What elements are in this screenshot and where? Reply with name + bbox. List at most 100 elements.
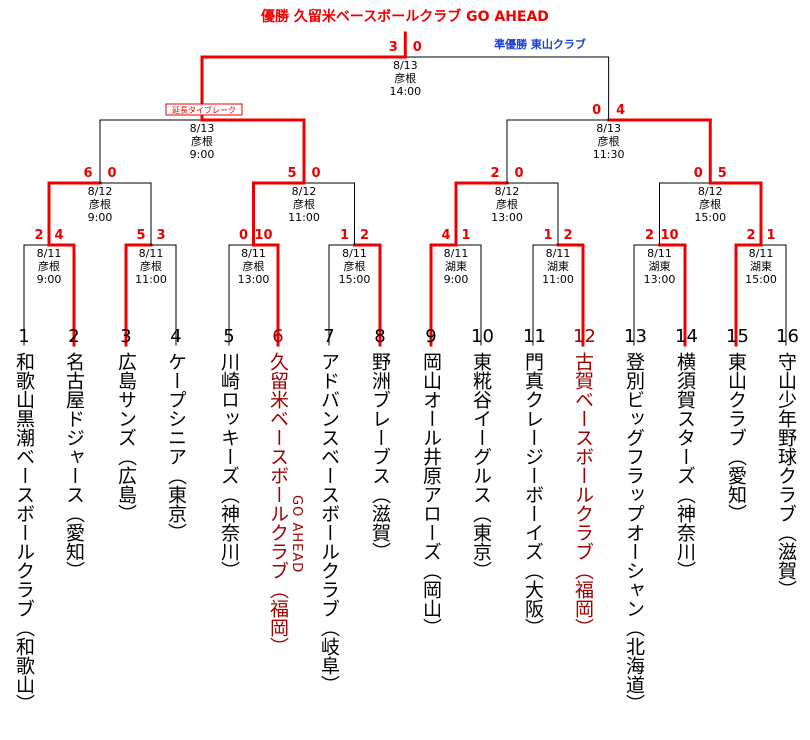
r1-match-2-score-right: 3	[156, 228, 165, 243]
team-1-number: 1	[18, 326, 30, 347]
team-15-number: 15	[726, 326, 749, 347]
team-12-number: 12	[573, 326, 596, 347]
r1-match-3-date: 8/11	[241, 247, 266, 260]
r1-match-1-venue: 彦根	[38, 259, 60, 273]
extra-inning-label: 延長タイブレーク	[172, 105, 236, 115]
team-12-name: 古賀ベースボールクラブ（福岡）	[572, 352, 594, 637]
team-8-number: 8	[374, 326, 386, 347]
team-10-name: 東糀谷イーグルス（東京）	[470, 352, 492, 580]
team-5-name: 川崎ロッキーズ（神奈川）	[218, 352, 240, 580]
bracket-lines	[23, 31, 787, 347]
r1-match-6-time: 11:00	[542, 273, 574, 286]
team-15-name: 東山クラブ（愛知）	[725, 352, 747, 523]
qf-match-4-venue: 彦根	[699, 197, 721, 211]
r1-match-3-venue: 彦根	[243, 259, 265, 273]
qf-match-4-date: 8/12	[698, 185, 723, 198]
r1-match-4-score-right: 2	[360, 228, 369, 243]
qf-match-2-score-left: 5	[287, 166, 296, 181]
team-14-number: 14	[675, 326, 698, 347]
team-10-number: 10	[471, 326, 494, 347]
r1-match-4-date: 8/11	[342, 247, 367, 260]
sf-match-2-score-right: 4	[616, 103, 625, 118]
qf-match-2-time: 11:00	[288, 211, 320, 224]
team-4-name: ケープシニア（東京）	[165, 352, 187, 542]
qf-match-3-venue: 彦根	[496, 197, 518, 211]
runner-up-label: 準優勝 東山クラブ	[494, 37, 586, 51]
team-16-name: 守山少年野球クラブ（滋賀）	[775, 352, 797, 599]
r1-match-7-venue: 湖東	[649, 260, 671, 273]
team-5-number: 5	[223, 326, 235, 347]
final-match-1-date: 8/13	[393, 59, 418, 72]
qf-match-3-score-right: 0	[514, 166, 523, 181]
r1-match-7-score-left: 2	[645, 228, 654, 243]
team-14-name: 横須賀スターズ（神奈川）	[674, 352, 696, 580]
r1-match-6-score-left: 1	[543, 228, 552, 243]
team-9-name: 岡山オール井原アローズ（岡山）	[420, 352, 442, 637]
r1-match-1-time: 9:00	[37, 273, 62, 286]
r1-match-8-score-left: 2	[746, 228, 755, 243]
team-3-name: 広島サンズ（広島）	[115, 352, 137, 523]
team-9-number: 9	[425, 326, 437, 347]
final-match-1-score-left: 3	[389, 40, 398, 55]
r1-match-8-date: 8/11	[749, 247, 774, 260]
team-7-number: 7	[323, 326, 335, 347]
qf-match-3-time: 13:00	[491, 211, 523, 224]
team-16-number: 16	[776, 326, 799, 347]
team-13-name: 登別ビッグフラップオーシャン（北海道）	[623, 352, 645, 713]
qf-match-4-score-right: 5	[718, 166, 727, 181]
final-match-1-score-right: 0	[413, 40, 422, 55]
r1-match-6-date: 8/11	[546, 247, 571, 260]
qf-match-4-time: 15:00	[694, 211, 726, 224]
team-8-name: 野洲ブレーブス（滋賀）	[369, 352, 391, 561]
r1-match-7-score-right: 10	[660, 228, 678, 243]
sf-match-2-date: 8/13	[596, 122, 621, 135]
team-6-name: 久留米ベースボールクラブ（福岡）	[267, 352, 289, 656]
qf-match-2-score-right: 0	[311, 166, 320, 181]
qf-match-1-time: 9:00	[88, 211, 113, 224]
sf-match-1-time: 9:00	[190, 148, 215, 161]
qf-match-2-date: 8/12	[292, 185, 317, 198]
r1-match-1-date: 8/11	[37, 247, 62, 260]
r1-match-2-date: 8/11	[139, 247, 164, 260]
team-2-name: 名古屋ドジャース（愛知）	[63, 352, 85, 580]
sf-match-2-venue: 彦根	[598, 134, 620, 148]
qf-match-1-venue: 彦根	[89, 197, 111, 211]
team-2-number: 2	[68, 326, 80, 347]
final-match-1-time: 14:00	[389, 85, 421, 98]
r1-match-5-venue: 湖東	[445, 260, 467, 273]
r1-match-4-venue: 彦根	[344, 259, 366, 273]
qf-match-1-score-right: 0	[107, 166, 116, 181]
r1-match-8-venue: 湖東	[750, 260, 772, 273]
team-6-subname: GO AHEAD	[289, 495, 304, 574]
r1-match-8-score-right: 1	[766, 228, 775, 243]
r1-match-5-time: 9:00	[444, 273, 469, 286]
qf-match-2-venue: 彦根	[293, 197, 315, 211]
r1-match-5-score-right: 1	[461, 228, 470, 243]
r1-match-6-venue: 湖東	[547, 260, 569, 273]
team-11-number: 11	[523, 326, 546, 347]
team-3-number: 3	[120, 326, 132, 347]
r1-match-5-score-left: 4	[441, 228, 450, 243]
sf-match-1-date: 8/13	[190, 122, 215, 135]
qf-match-3-score-left: 2	[490, 166, 499, 181]
sf-match-2-score-left: 0	[592, 103, 601, 118]
sf-match-2-time: 11:30	[593, 148, 625, 161]
r1-match-7-date: 8/11	[647, 247, 672, 260]
r1-match-3-score-right: 10	[254, 228, 272, 243]
team-7-name: アドバンスベースボールクラブ（岐阜）	[318, 352, 340, 694]
team-4-number: 4	[170, 326, 182, 347]
team-6-number: 6	[272, 326, 284, 347]
r1-match-5-date: 8/11	[444, 247, 469, 260]
r1-match-2-time: 11:00	[135, 273, 167, 286]
r1-match-2-venue: 彦根	[140, 259, 162, 273]
qf-match-3-date: 8/12	[495, 185, 520, 198]
qf-match-4-score-left: 0	[694, 166, 703, 181]
final-match-1-venue: 彦根	[394, 71, 416, 85]
team-1-name: 和歌山黒潮ベースボールクラブ（和歌山）	[13, 352, 35, 713]
r1-match-1-score-right: 4	[54, 228, 63, 243]
r1-match-8-time: 15:00	[745, 273, 777, 286]
qf-match-1-score-left: 6	[83, 166, 92, 181]
extra-inning-badge: 延長タイブレーク	[165, 103, 243, 116]
